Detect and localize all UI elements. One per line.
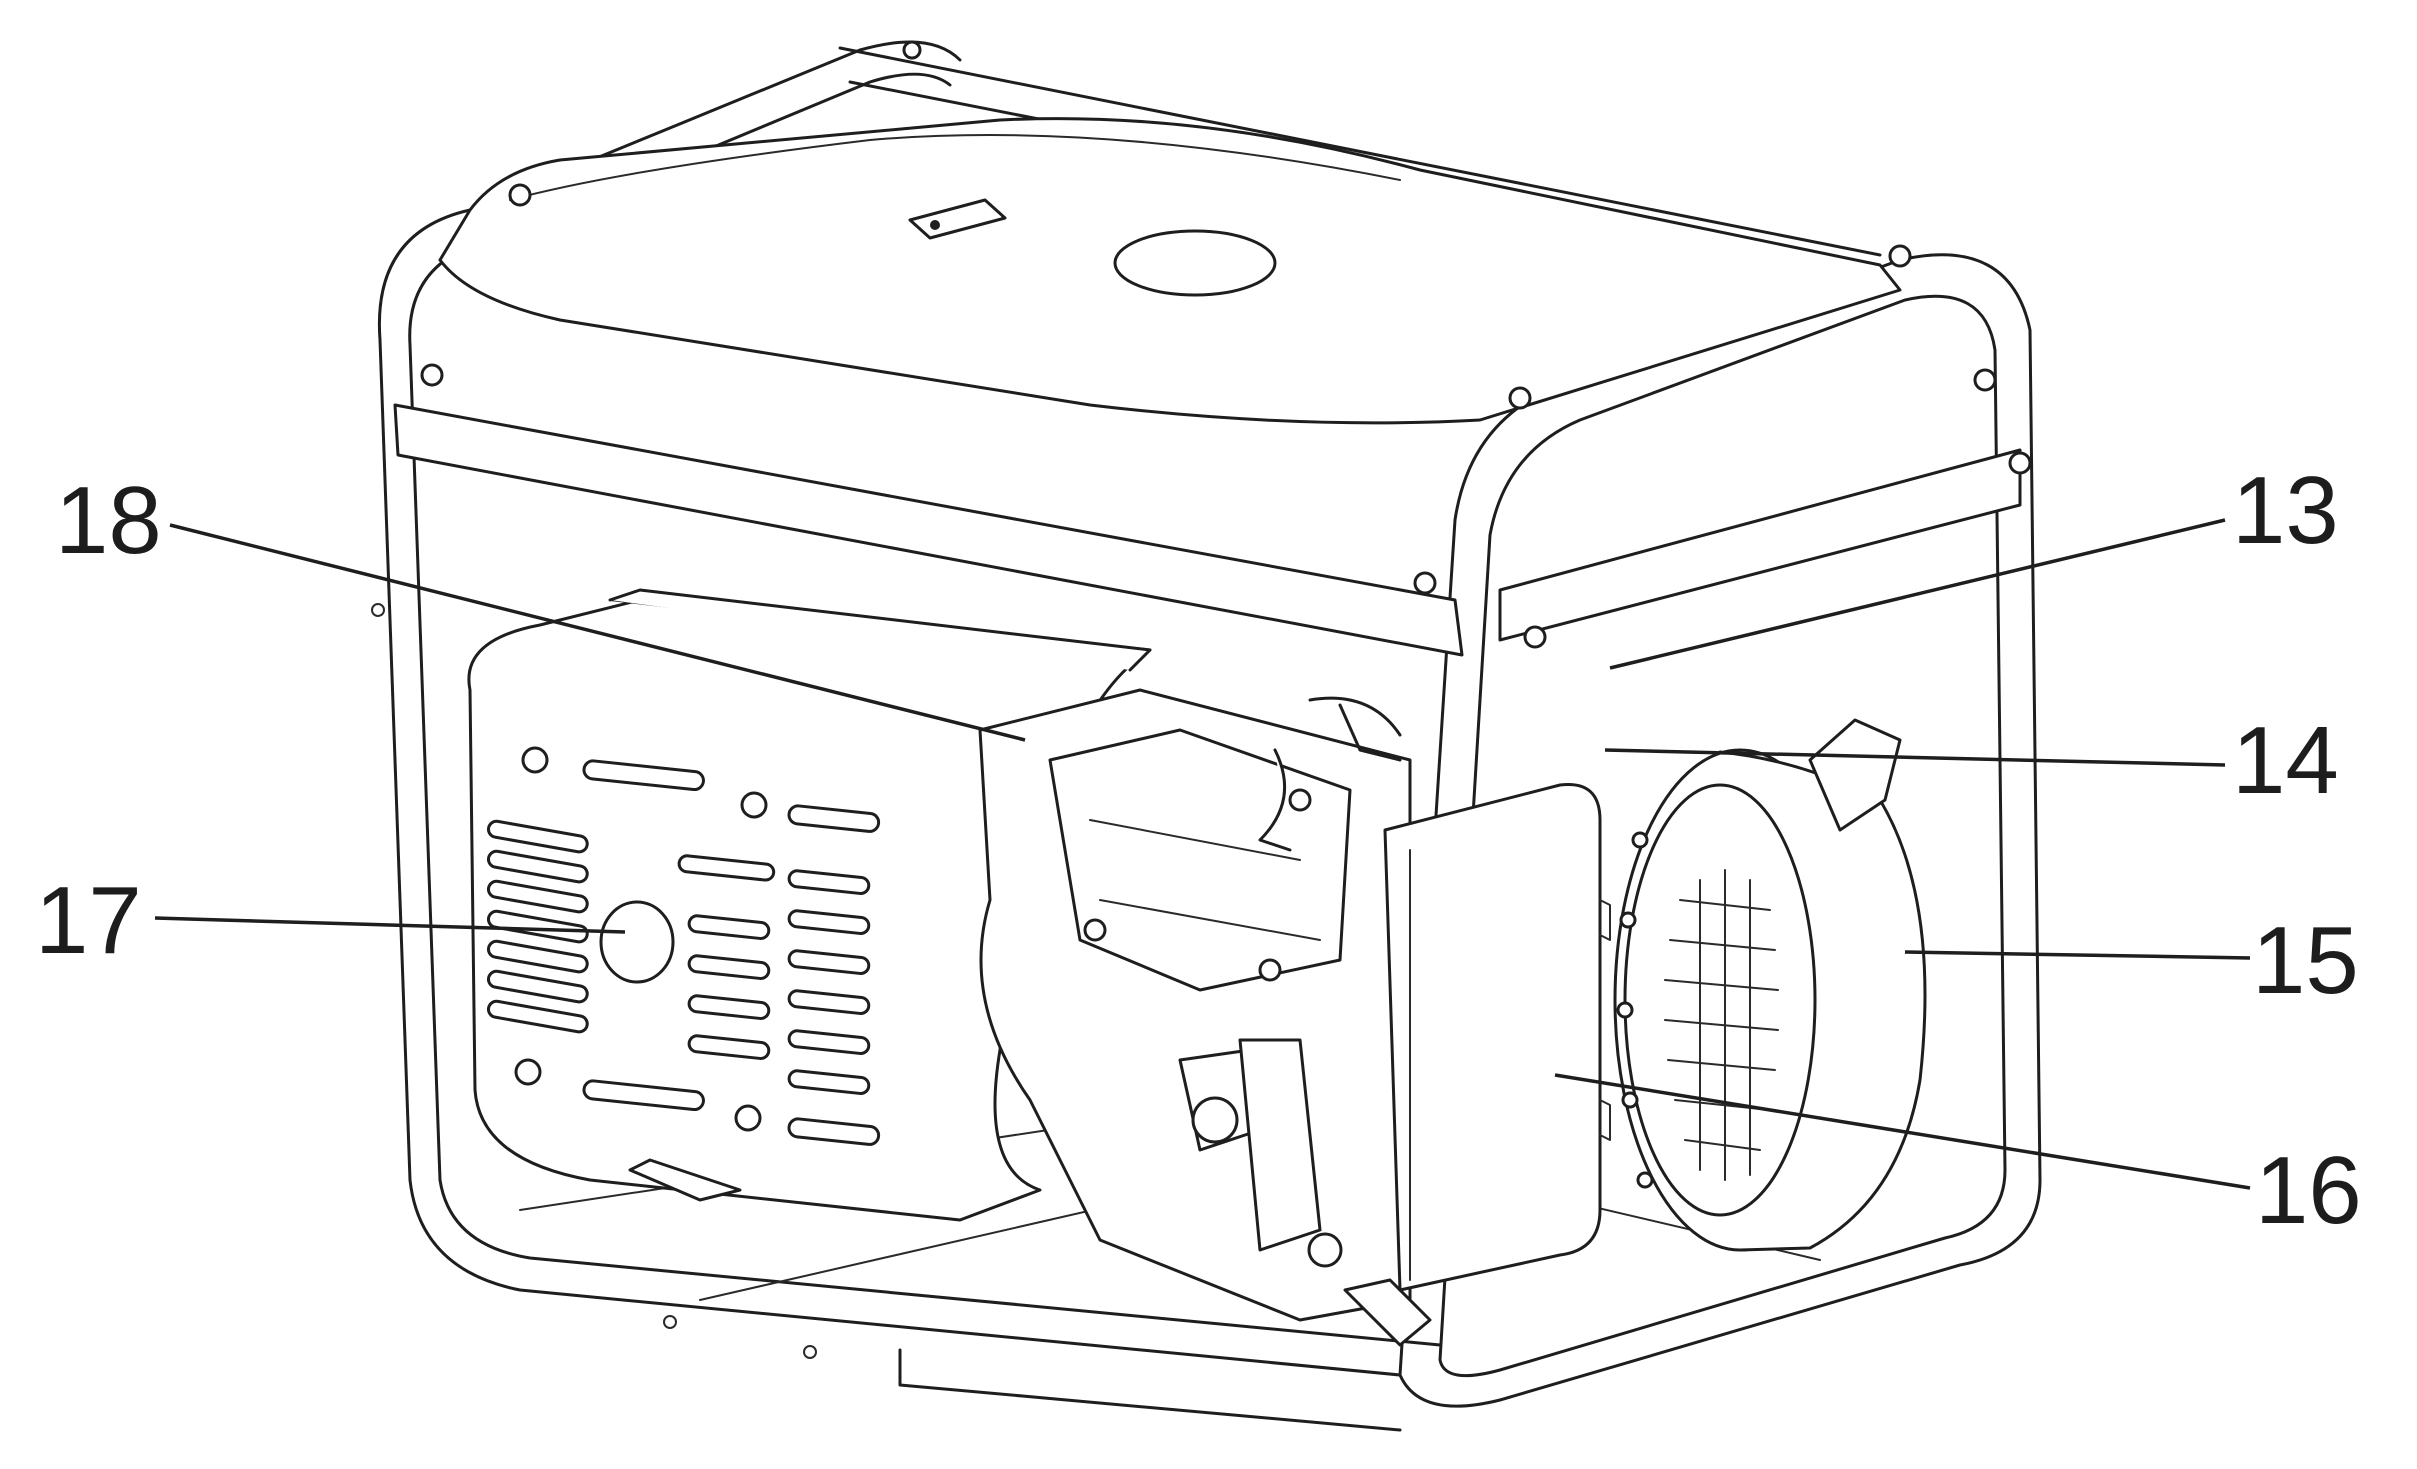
callout-17: 17 <box>35 867 142 974</box>
leader-15 <box>1904 950 2251 960</box>
callout-labels: 13 14 15 16 17 18 <box>35 457 2362 1244</box>
leader-18 <box>169 523 1026 742</box>
engine <box>978 688 1611 1347</box>
leader-17 <box>154 916 626 934</box>
fuel-cap <box>1113 229 1277 297</box>
callout-14: 14 <box>2232 707 2339 814</box>
muffler-heat-shield <box>467 588 1152 1222</box>
exhaust-outlet <box>599 900 675 984</box>
alternator-end-cover <box>1613 718 1927 1252</box>
callout-13: 13 <box>2232 457 2339 564</box>
fuel-tank <box>393 40 2032 657</box>
callout-18: 18 <box>55 467 162 574</box>
leader-13 <box>1609 518 2226 670</box>
leader-16 <box>1554 1073 2251 1190</box>
callout-15: 15 <box>2252 907 2359 1014</box>
alternator-housing <box>1383 782 1602 1292</box>
frame-cage <box>371 40 2042 1432</box>
callout-16: 16 <box>2255 1137 2362 1244</box>
leader-14 <box>1604 748 2226 767</box>
leader-lines <box>154 518 2251 1190</box>
